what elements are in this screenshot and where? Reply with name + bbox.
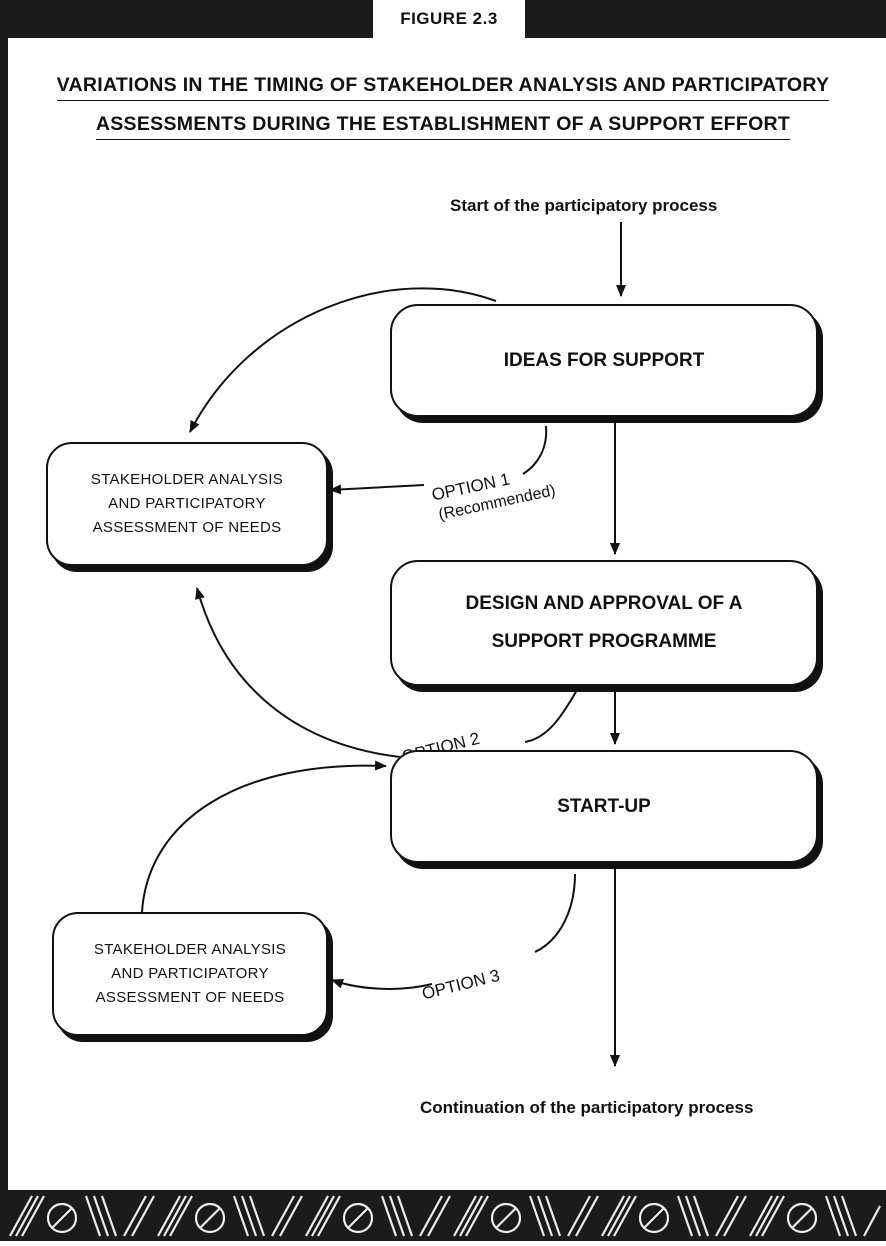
sa1-line-2: AND PARTICIPATORY	[108, 495, 266, 512]
design-box-line-2: SUPPORT PROGRAMME	[491, 631, 717, 652]
sa1-line-1: STAKEHOLDER ANALYSIS	[90, 471, 284, 488]
design-box-line-1: DESIGN AND APPROVAL OF A	[465, 593, 743, 614]
start-label: Start of the participatory process	[450, 196, 718, 215]
figure-title-line-2-text: ASSESSMENTS DURING THE ESTABLISHMENT OF …	[95, 113, 791, 140]
decorative-footer-band	[0, 1190, 886, 1241]
start-up-box: START-UP	[390, 750, 818, 863]
stakeholder-analysis-box-1: STAKEHOLDER ANALYSIS AND PARTICIPATORY A…	[46, 442, 328, 566]
continuation-label: Continuation of the participatory proces…	[420, 1098, 754, 1117]
start-up-box-label: START-UP	[557, 795, 651, 817]
sa1-line-3: ASSESSMENT OF NEEDS	[92, 519, 282, 536]
leaf-pattern-decoration	[9, 1195, 881, 1237]
arrow-option2-curve	[524, 689, 578, 743]
arrow-option3	[331, 978, 433, 990]
sa2-line-3: ASSESSMENT OF NEEDS	[95, 989, 285, 1006]
arrow-sa2-to-startup	[141, 760, 387, 913]
figure-title-line-1-text: VARIATIONS IN THE TIMING OF STAKEHOLDER …	[56, 74, 830, 101]
stakeholder-analysis-box-2: STAKEHOLDER ANALYSIS AND PARTICIPATORY A…	[52, 912, 328, 1036]
design-approval-box: DESIGN AND APPROVAL OF A SUPPORT PROGRAM…	[390, 560, 818, 686]
sa2-line-1: STAKEHOLDER ANALYSIS	[93, 941, 287, 958]
sa2-line-2: AND PARTICIPATORY	[111, 965, 269, 982]
figure-title-line-1: VARIATIONS IN THE TIMING OF STAKEHOLDER …	[0, 74, 886, 101]
figure-label: FIGURE 2.3	[370, 0, 528, 38]
ideas-box-label: IDEAS FOR SUPPORT	[503, 349, 705, 371]
left-frame-border	[0, 0, 8, 1190]
arrow-option1-curve	[522, 425, 548, 475]
arrow-option3-curve	[534, 873, 576, 953]
ideas-for-support-box: IDEAS FOR SUPPORT	[390, 304, 818, 417]
figure-title-line-2: ASSESSMENTS DURING THE ESTABLISHMENT OF …	[0, 113, 886, 140]
arrow-option2	[195, 587, 401, 758]
arrow-option1	[329, 484, 425, 495]
arrow-ideas-arc-to-sa1	[189, 287, 497, 433]
